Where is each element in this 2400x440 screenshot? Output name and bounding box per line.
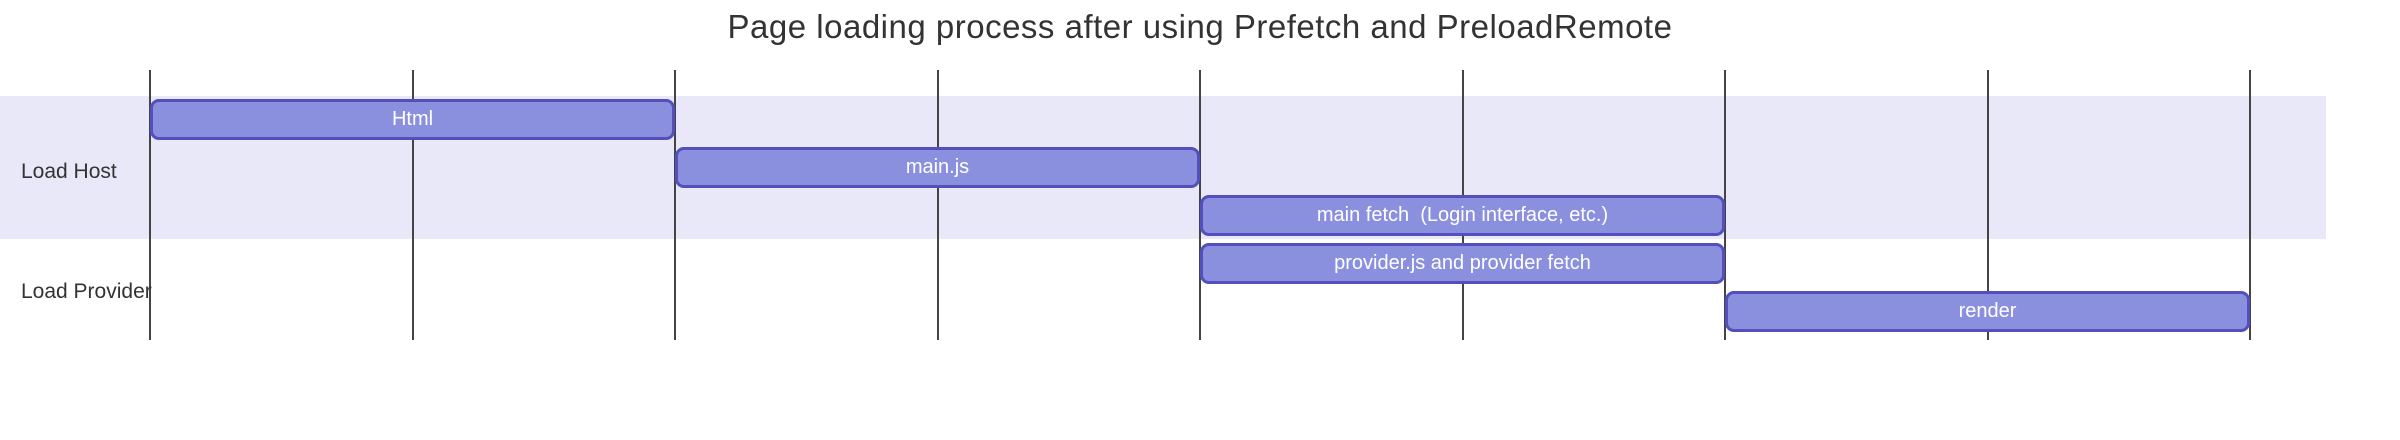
grid-line <box>1724 70 1726 340</box>
grid-line <box>1986 70 1989 340</box>
task-bar: main.js <box>675 147 1200 188</box>
grid-line <box>936 70 939 340</box>
task-bar-label: render <box>1958 300 2017 322</box>
task-bar: main fetch (Login interface, etc.) <box>1200 195 1725 236</box>
task-bar-label: provider.js and provider fetch <box>1334 252 1591 274</box>
task-bar-label: main fetch (Login interface, etc.) <box>1316 204 1609 226</box>
task-bar-label: Html <box>391 108 434 130</box>
task-bar: provider.js and provider fetch <box>1200 243 1725 284</box>
grid-line <box>674 70 676 340</box>
task-bar: Html <box>150 99 675 140</box>
task-bar: render <box>1725 291 2250 332</box>
section-label: Load Provider <box>21 279 152 303</box>
grid-line <box>2249 70 2251 340</box>
grid-line <box>149 70 151 340</box>
section-label: Load Host <box>21 159 117 183</box>
grid-line <box>411 70 414 340</box>
task-bar-label: main.js <box>905 156 970 178</box>
chart-title: Page loading process after using Prefetc… <box>727 8 1673 45</box>
